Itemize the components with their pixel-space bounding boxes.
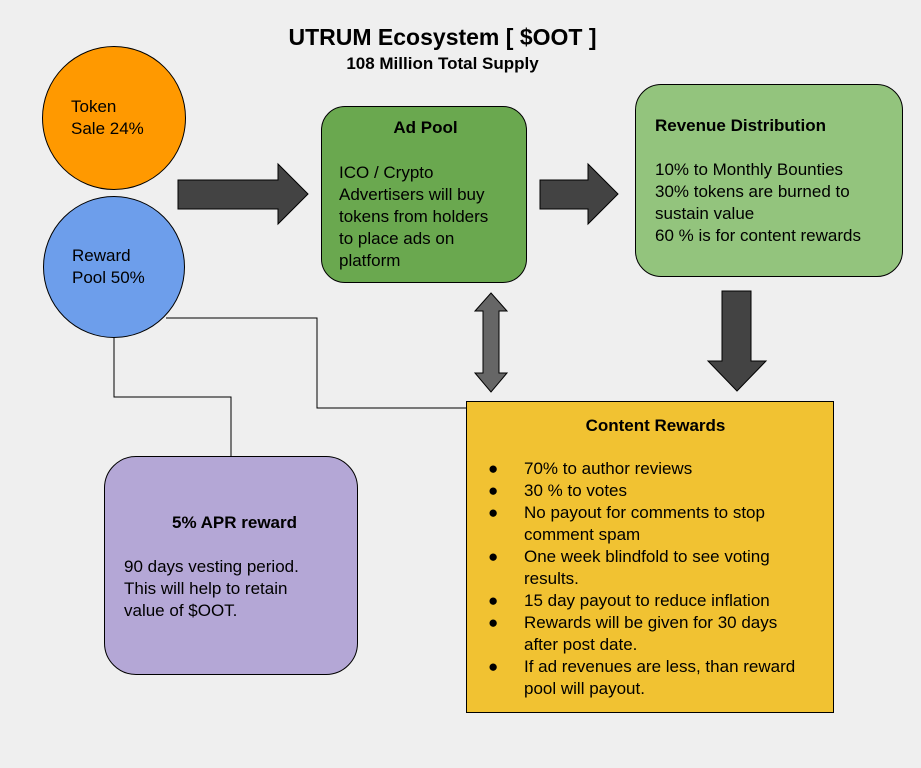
revenue-line: sustain value — [655, 204, 755, 223]
list-item-line: pool will payout. — [524, 679, 645, 698]
ad-pool-line: tokens from holders — [339, 207, 489, 226]
list-item-line: after post date. — [524, 635, 638, 654]
bullet-icon: ● — [488, 481, 499, 500]
list-item: ● 30 % to votes — [488, 480, 823, 502]
reward-pool-to-content-connector — [166, 317, 466, 409]
apr-line: This will help to retain — [124, 579, 288, 598]
diagram-title: UTRUM Ecosystem [ $OOT ] — [288, 24, 597, 50]
list-item: ● One week blindfold to see voting resul… — [488, 546, 823, 590]
revenue-line: 30% tokens are burned to — [655, 182, 850, 201]
revenue-line: 60 % is for content rewards — [655, 226, 861, 245]
apr-line: 90 days vesting period. — [124, 557, 299, 576]
bullet-icon: ● — [488, 503, 499, 522]
token-sale-line-2: Sale 24% — [71, 119, 144, 138]
list-item: ● 15 day payout to reduce inflation — [488, 590, 823, 612]
content-rewards-list: ● 70% to author reviews ● 30 % to votes … — [488, 458, 823, 700]
content-rewards-heading: Content Rewards — [585, 416, 726, 435]
list-item: ● If ad revenues are less, than reward p… — [488, 656, 823, 700]
list-item: ● Rewards will be given for 30 days afte… — [488, 612, 823, 656]
apr-reward-box: 5% APR reward 90 days vesting period. Th… — [104, 456, 358, 675]
ad-pool-line: ICO / Crypto — [339, 163, 434, 182]
content-rewards-box: Content Rewards ● 70% to author reviews … — [466, 401, 834, 713]
token-sale-line-1: Token — [71, 97, 117, 116]
reward-pool-circle: Reward Pool 50% — [43, 196, 185, 338]
list-item-line: One week blindfold to see voting — [524, 547, 770, 566]
revenue-line: 10% to Monthly Bounties — [655, 160, 844, 179]
arrow-right-to-revenue — [539, 162, 619, 226]
list-item-line: No payout for comments to stop — [524, 503, 765, 522]
apr-heading: 5% APR reward — [171, 513, 298, 532]
list-item-line: 30 % to votes — [524, 481, 628, 500]
list-item-line: 70% to author reviews — [524, 459, 693, 478]
revenue-distribution-box: Revenue Distribution 10% to Monthly Boun… — [635, 84, 903, 277]
ad-pool-heading: Ad Pool — [393, 118, 458, 137]
arrow-down-to-content — [706, 290, 768, 392]
bullet-icon: ● — [488, 547, 499, 566]
ad-pool-box: Ad Pool ICO / Crypto Advertisers will bu… — [321, 106, 527, 283]
reward-pool-to-apr-connector — [113, 338, 232, 456]
list-item-line: Rewards will be given for 30 days — [524, 613, 778, 632]
bullet-icon: ● — [488, 657, 499, 676]
token-sale-circle: Token Sale 24% — [42, 46, 186, 190]
bullet-icon: ● — [488, 591, 499, 610]
list-item: ● 70% to author reviews — [488, 458, 823, 480]
ad-pool-line: Advertisers will buy — [339, 185, 485, 204]
ad-pool-line: platform — [339, 251, 401, 270]
list-item-line: results. — [524, 569, 579, 588]
ad-pool-line: to place ads on — [339, 229, 455, 248]
list-item-line: 15 day payout to reduce inflation — [524, 591, 770, 610]
arrow-right-to-ad-pool — [177, 162, 309, 226]
list-item-line: comment spam — [524, 525, 641, 544]
apr-line: value of $OOT. — [124, 601, 238, 620]
diagram-subtitle: 108 Million Total Supply — [346, 54, 539, 73]
list-item-line: If ad revenues are less, than reward — [524, 657, 796, 676]
reward-pool-line-2: Pool 50% — [72, 268, 145, 287]
reward-pool-line-1: Reward — [72, 246, 131, 265]
bullet-icon: ● — [488, 613, 499, 632]
list-item: ● No payout for comments to stop comment… — [488, 502, 823, 546]
bullet-icon: ● — [488, 459, 499, 478]
double-arrow-ad-pool-content — [473, 292, 509, 393]
revenue-heading: Revenue Distribution — [655, 116, 826, 135]
